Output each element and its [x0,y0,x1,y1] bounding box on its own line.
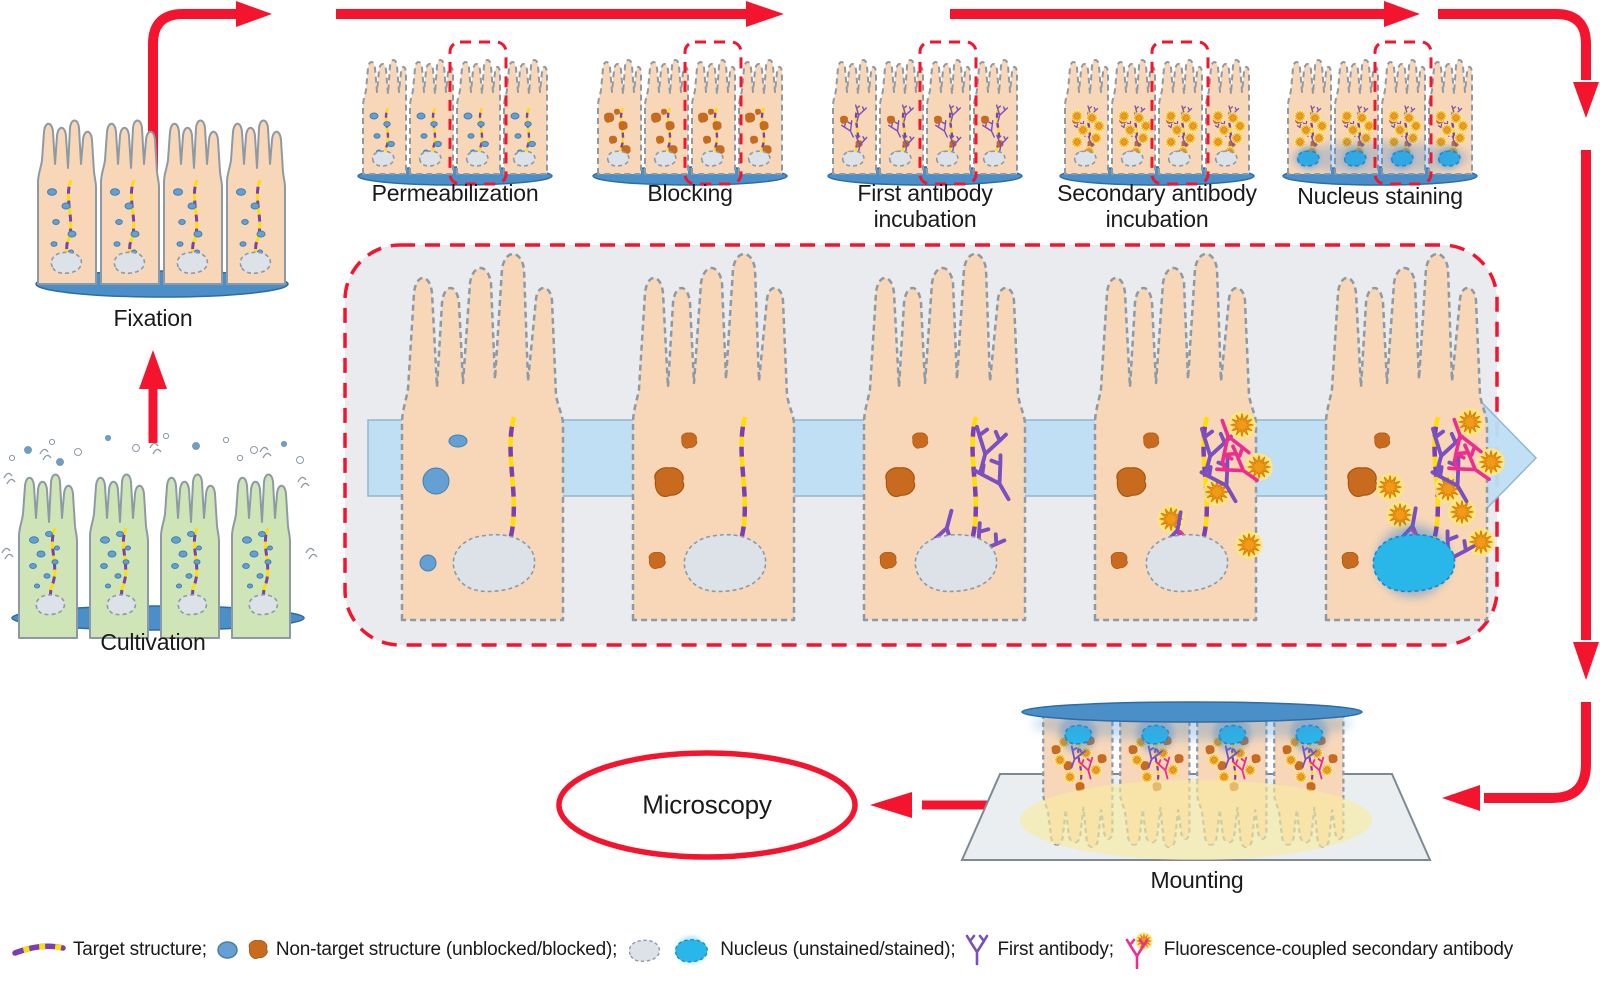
workflow-arrows [139,1,1599,818]
detail-cell-first-antibody [862,252,1027,622]
target-structure-icon [12,943,66,956]
label-microscopy: Microscopy [642,789,772,820]
cell-content [1341,407,1506,597]
nucleus-staining-illustration [1282,40,1478,186]
cell-content [1110,410,1274,593]
cell [100,527,137,616]
arrow-top-right-elbow [1438,9,1599,118]
cell [171,527,208,616]
cell [840,104,868,167]
cell [416,107,442,167]
cell [1211,105,1247,167]
legend-label: Fluorescence-coupled secondary antibody [1163,939,1513,960]
legend-label: Non-target structure (unblocked/blocked)… [275,939,618,960]
cell [698,107,725,167]
first-antibody-icon [966,934,989,966]
nucleus-unstained-icon [628,939,661,962]
cell [1070,105,1106,167]
cultivation-illustration [1,432,318,639]
cell [1117,105,1153,167]
label-blocking: Blocking [647,180,733,206]
non-target-unblocked-icon [217,941,238,959]
cell [173,179,209,275]
label-mounting: Mounting [1150,867,1244,893]
mounting-medium [1020,780,1372,860]
permeabilization-illustration [357,40,553,186]
cell [604,107,631,167]
mounting-illustration [960,701,1432,861]
legend-item-nucleus: Nucleus (unstained/stained); [626,934,956,966]
non-target-blocked-icon [248,940,268,960]
legend-item-secondary-antibody: Fluorescence-coupled secondary antibody [1123,931,1513,969]
cell [242,527,279,616]
legend-item-first-antibody: First antibody; [964,934,1114,966]
cell [934,104,962,167]
label-nucleus-staining: Nucleus staining [1297,183,1463,209]
cell [887,104,915,167]
label-first-antibody-incubation: First antibody incubation [857,180,993,232]
arrow-right-side-down [1573,150,1599,680]
label-fixation: Fixation [113,305,193,331]
detail-cell-permeabilized [400,252,565,622]
cell [369,107,395,167]
detail-cell-nucleus-stained [1324,252,1506,622]
arrow-top-row-1 [336,1,784,27]
legend-item-non-target-structure: Non-target structure (unblocked/blocked)… [216,939,617,961]
secondary-antibody-icon [1125,931,1153,969]
coverslip [1021,701,1363,723]
arrow-cultivation-to-fixation [139,350,167,443]
cell [745,107,772,167]
blocking-illustration [592,40,788,186]
detail-cell-blocked [631,252,796,622]
microscopy-node-ellipse [556,750,858,860]
cell [463,107,489,167]
fixation-illustration [35,119,289,298]
arrow-top-row-2 [950,1,1420,27]
cell-content [419,416,536,593]
nucleus-stained-icon [675,937,709,963]
detail-cell-secondary-antibody [1093,252,1274,622]
label-cultivation: Cultivation [100,629,206,655]
cell [510,107,536,167]
cell [47,179,83,275]
legend-label: First antibody; [997,939,1114,960]
cell [651,107,678,167]
arrow-to-mounting [1442,702,1591,811]
legend-item-target-structure: Target structure; [12,939,207,961]
cell [236,179,272,275]
cell [110,179,146,275]
cell-content [879,416,1024,593]
first-antibody-incubation-illustration [827,40,1023,186]
secondary-antibody-incubation-illustration [1059,40,1255,186]
label-permeabilization: Permeabilization [371,180,539,206]
cell [1164,105,1200,167]
cell-content [648,416,767,593]
process-detail-panel [343,243,1538,647]
label-secondary-antibody-incubation: Secondary antibody incubation [1057,180,1257,232]
arrow-fixation-to-top-row [148,1,272,266]
legend-bar: Target structure; Non-target structure (… [12,926,1592,974]
legend-label: Target structure; [73,939,207,960]
cell [29,527,66,616]
cell [981,104,1009,167]
legend-label: Nucleus (unstained/stained); [720,939,956,960]
